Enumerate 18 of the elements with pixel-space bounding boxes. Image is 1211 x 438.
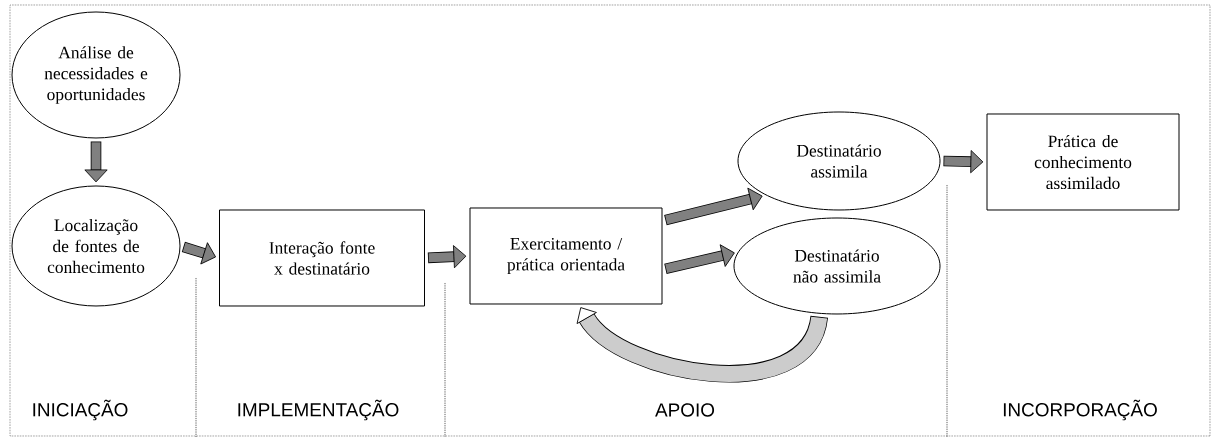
phase-label: INCORPORAÇÃO <box>1003 399 1157 421</box>
process-box: Interação fonte x destinatário <box>219 209 425 307</box>
block-arrow <box>664 187 763 226</box>
block-arrow <box>84 141 108 183</box>
block-arrow <box>427 245 467 269</box>
block-arrow <box>181 241 216 265</box>
block-arrow <box>664 244 735 275</box>
process-box: Exercitamento / prática orientada <box>469 207 663 305</box>
phase-label: INICIAÇÃO <box>33 399 128 421</box>
ellipse-node: Destinatário assimila <box>737 111 941 211</box>
ellipse-node: Localização de fontes de conhecimento <box>11 185 181 307</box>
block-arrow <box>943 150 984 174</box>
process-box: Prática de conhecimento assimilado <box>986 113 1180 211</box>
ellipse-node: Destinatário não assimila <box>733 217 941 315</box>
ellipse-node: Análise de necessidades e oportunidades <box>11 11 181 139</box>
phase-label: APOIO <box>655 403 715 417</box>
block-arrow <box>576 307 828 383</box>
phase-label: IMPLEMENTAÇÃO <box>238 399 399 421</box>
